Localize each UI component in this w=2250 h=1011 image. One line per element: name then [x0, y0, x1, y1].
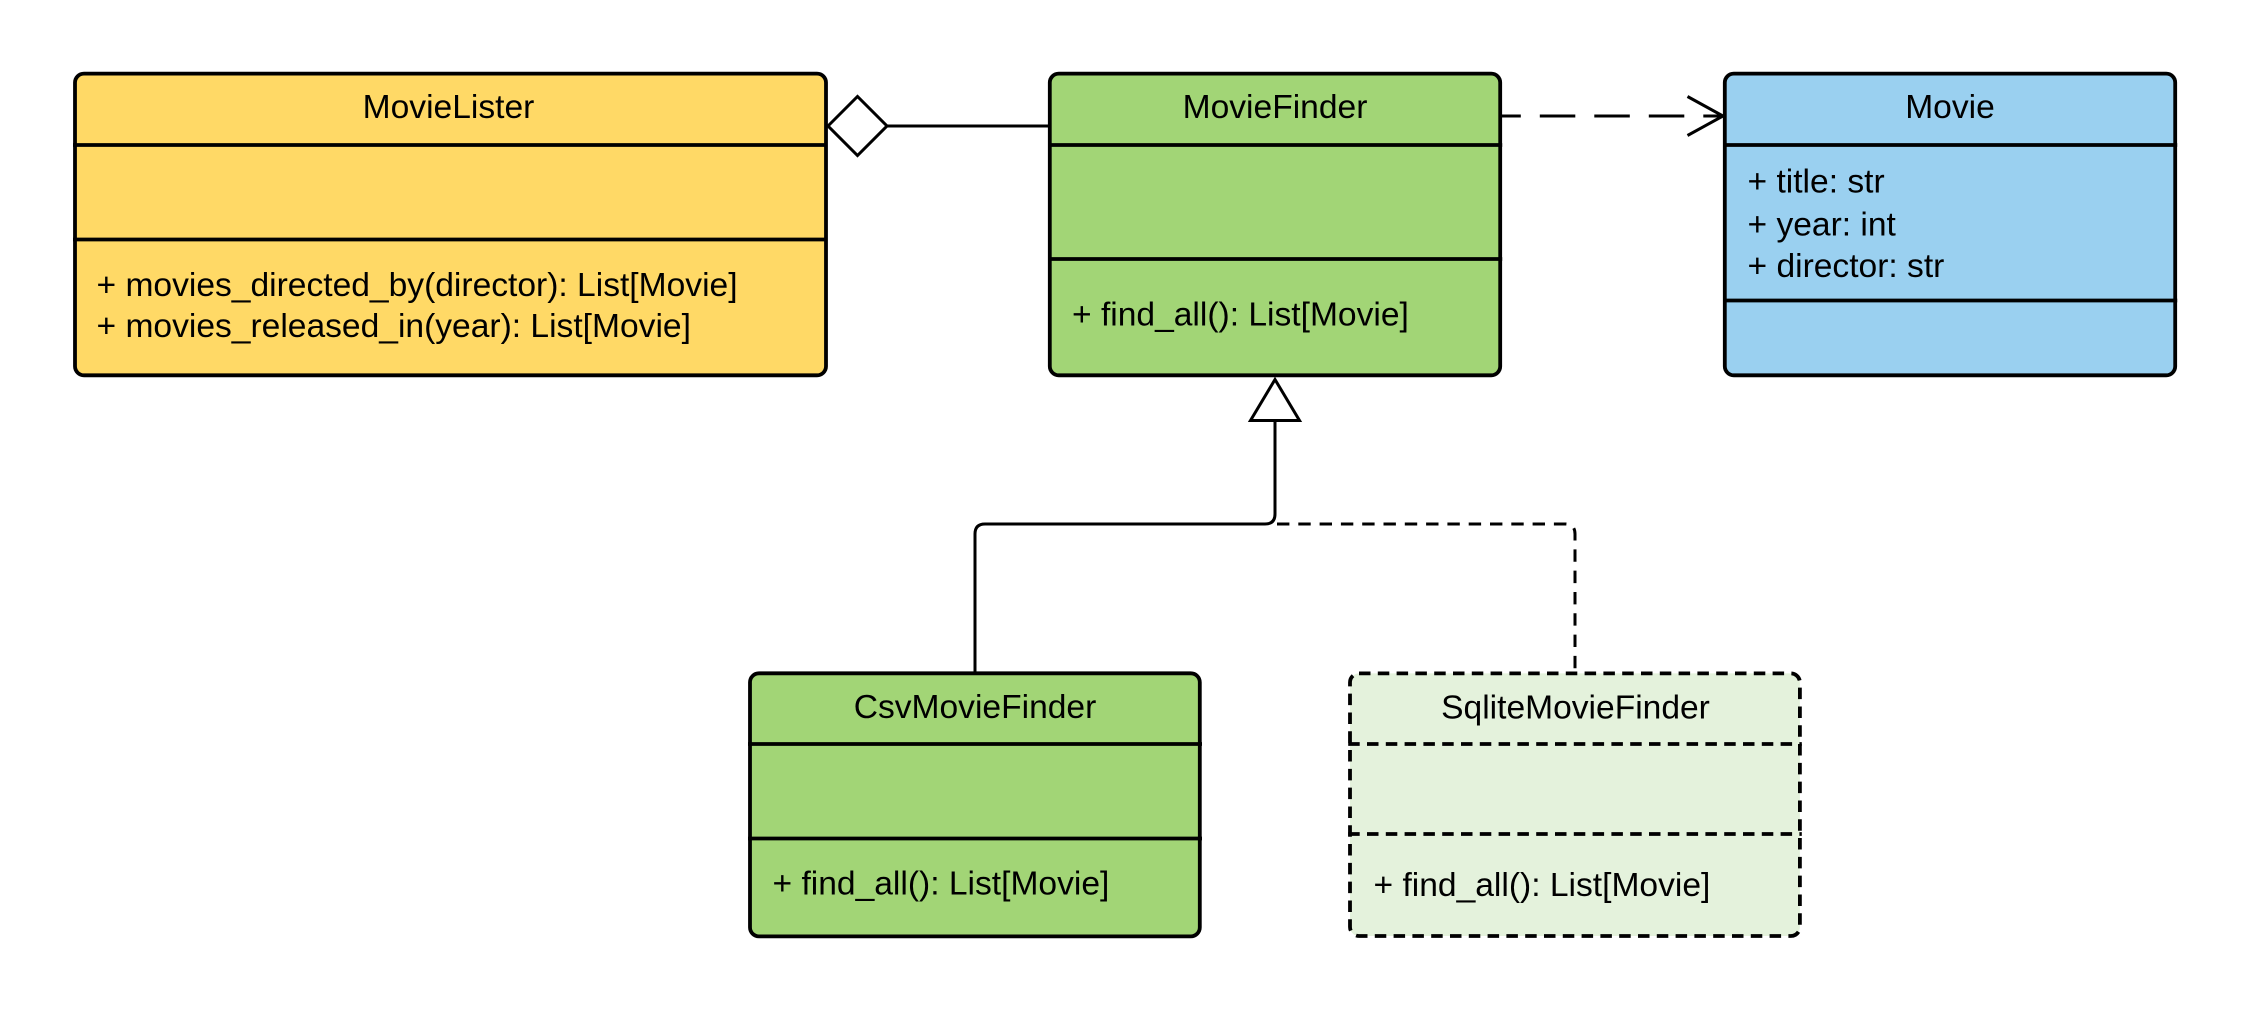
svg-text:+ title: str: + title: str — [1748, 164, 1885, 201]
svg-text:Movie: Movie — [1905, 89, 1995, 126]
svg-text:+ find_all(): List[Movie]: + find_all(): List[Movie] — [1072, 297, 1409, 334]
svg-text:+ year: int: + year: int — [1748, 207, 1897, 244]
svg-text:SqliteMovieFinder: SqliteMovieFinder — [1441, 690, 1710, 727]
svg-text:+ find_all(): List[Movie]: + find_all(): List[Movie] — [773, 866, 1110, 903]
svg-text:+ director: str: + director: str — [1748, 248, 1945, 285]
svg-text:MovieFinder: MovieFinder — [1183, 89, 1368, 126]
svg-text:MovieLister: MovieLister — [363, 89, 535, 126]
svg-text:CsvMovieFinder: CsvMovieFinder — [854, 689, 1097, 726]
svg-text:+ movies_released_in(year): Li: + movies_released_in(year): List[Movie] — [97, 308, 691, 345]
svg-text:+ find_all(): List[Movie]: + find_all(): List[Movie] — [1374, 867, 1711, 904]
svg-text:+ movies_directed_by(director): + movies_directed_by(director): List[Mov… — [97, 267, 738, 304]
